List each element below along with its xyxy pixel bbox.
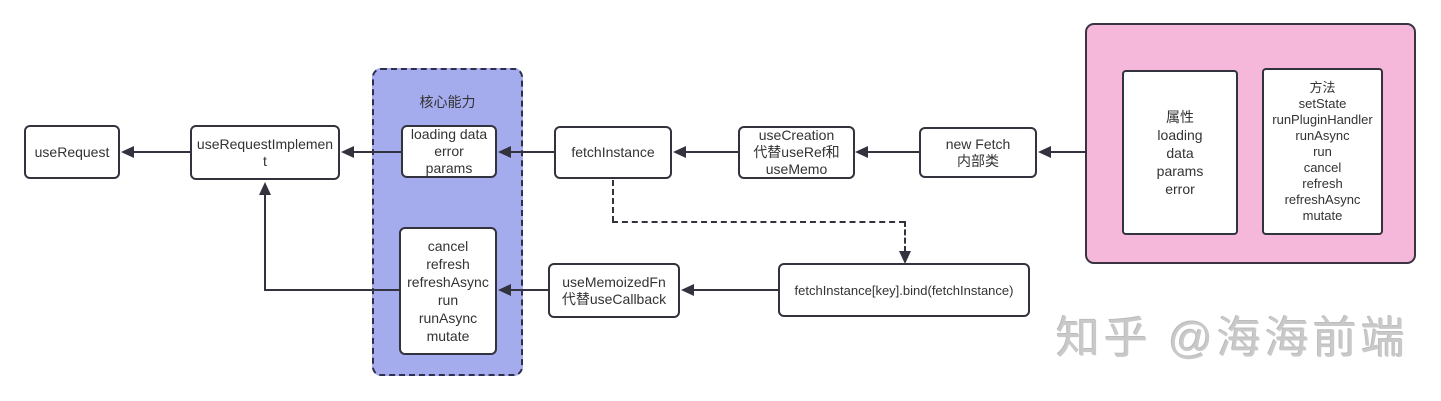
node-line: 代替useRef和	[753, 144, 840, 160]
node-line: run	[437, 292, 459, 308]
node-line: error	[1165, 180, 1195, 197]
node-line: setState	[1298, 95, 1347, 111]
node-use-request-implement: useRequestImplement	[190, 125, 340, 180]
arrow-newfetch-to-usecreation-head	[855, 146, 868, 158]
node-line: mutate	[1302, 207, 1343, 223]
node-line: mutate	[426, 328, 470, 344]
arrow-memoized-to-coreactions-line	[509, 289, 548, 291]
arrow-memoized-to-coreactions-head	[498, 284, 511, 296]
node-line: useMemoizedFn	[562, 273, 666, 290]
node-bind-expression: fetchInstance[key].bind(fetchInstance)	[778, 263, 1030, 317]
node-label: useRequestImplement	[196, 135, 334, 169]
dashed-connector-horizontal	[612, 221, 905, 223]
node-line: 代替useCallback	[561, 290, 667, 307]
node-label: useRequest	[34, 143, 110, 160]
arrow-bind-to-memoized-line	[692, 289, 778, 291]
arrow-coreactions-to-implement-hline	[264, 289, 399, 291]
core-capabilities-title: 核心能力	[419, 94, 476, 110]
arrow-newfetch-to-usecreation-line	[866, 151, 919, 153]
arrow-coreactions-to-implement-vline	[264, 193, 266, 291]
node-line: runAsync	[418, 310, 478, 326]
arrow-bind-to-memoized-head	[681, 284, 694, 296]
arrow-usecreation-to-fetchinstance-head	[673, 146, 686, 158]
node-line: params	[1156, 162, 1204, 179]
node-line: run	[1313, 143, 1332, 159]
node-line: refresh	[1302, 175, 1343, 191]
node-label: fetchInstance[key].bind(fetchInstance)	[794, 282, 1014, 298]
arrow-corestate-to-implement-line	[352, 151, 401, 153]
arrow-fetchinstance-to-corestate-line	[509, 151, 554, 153]
node-line: data	[1166, 144, 1194, 161]
node-new-fetch: new Fetch 内部类	[919, 127, 1037, 178]
node-label: fetchInstance	[571, 144, 655, 160]
arrow-fetchclass-to-newfetch-line	[1049, 151, 1087, 153]
arrow-fetchclass-to-newfetch-head	[1038, 146, 1051, 158]
arrow-usecreation-to-fetchinstance-line	[684, 151, 738, 153]
node-line: refreshAsync	[1284, 191, 1361, 207]
node-use-creation: useCreation 代替useRef和 useMemo	[738, 126, 855, 179]
node-line: refresh	[426, 256, 470, 272]
dashed-connector-vertical-2	[904, 221, 906, 252]
node-line: params	[425, 160, 473, 176]
arrow-fetchinstance-to-corestate-head	[498, 146, 511, 158]
arrow-coreactions-to-implement-head	[259, 182, 271, 195]
node-fetch-instance: fetchInstance	[554, 126, 672, 179]
arrow-corestate-to-implement-head	[341, 146, 354, 158]
node-line: 方法	[1309, 79, 1336, 95]
node-fetch-methods: 方法 setState runPluginHandler runAsync ru…	[1262, 68, 1383, 235]
node-line: useCreation	[758, 127, 835, 143]
dashed-connector-vertical-1	[612, 180, 614, 222]
node-core-state: loading data error params	[401, 125, 497, 178]
node-line: useMemo	[765, 161, 828, 177]
node-line: cancel	[1303, 159, 1342, 175]
arrow-implement-to-userequest-line	[132, 151, 190, 153]
node-line: new Fetch	[945, 135, 1011, 152]
dashed-connector-arrowhead	[899, 251, 911, 264]
node-line: runAsync	[1295, 127, 1350, 143]
node-line: runPluginHandler	[1272, 111, 1373, 127]
node-use-memoized-fn: useMemoizedFn 代替useCallback	[548, 263, 680, 318]
node-line: loading	[1157, 126, 1203, 143]
node-line: cancel	[427, 238, 469, 254]
node-line: 属性	[1166, 108, 1194, 125]
node-fetch-props: 属性 loading data params error	[1122, 70, 1238, 235]
arrow-implement-to-userequest-head	[121, 146, 134, 158]
node-core-actions: cancel refresh refreshAsync run runAsync…	[399, 227, 497, 355]
node-line: refreshAsync	[407, 274, 489, 290]
node-line: error	[434, 143, 464, 159]
watermark-text: 知乎 @海海前端	[1056, 314, 1409, 363]
node-line: loading data	[410, 126, 488, 142]
node-line: 内部类	[957, 152, 999, 169]
node-use-request: useRequest	[24, 125, 120, 179]
